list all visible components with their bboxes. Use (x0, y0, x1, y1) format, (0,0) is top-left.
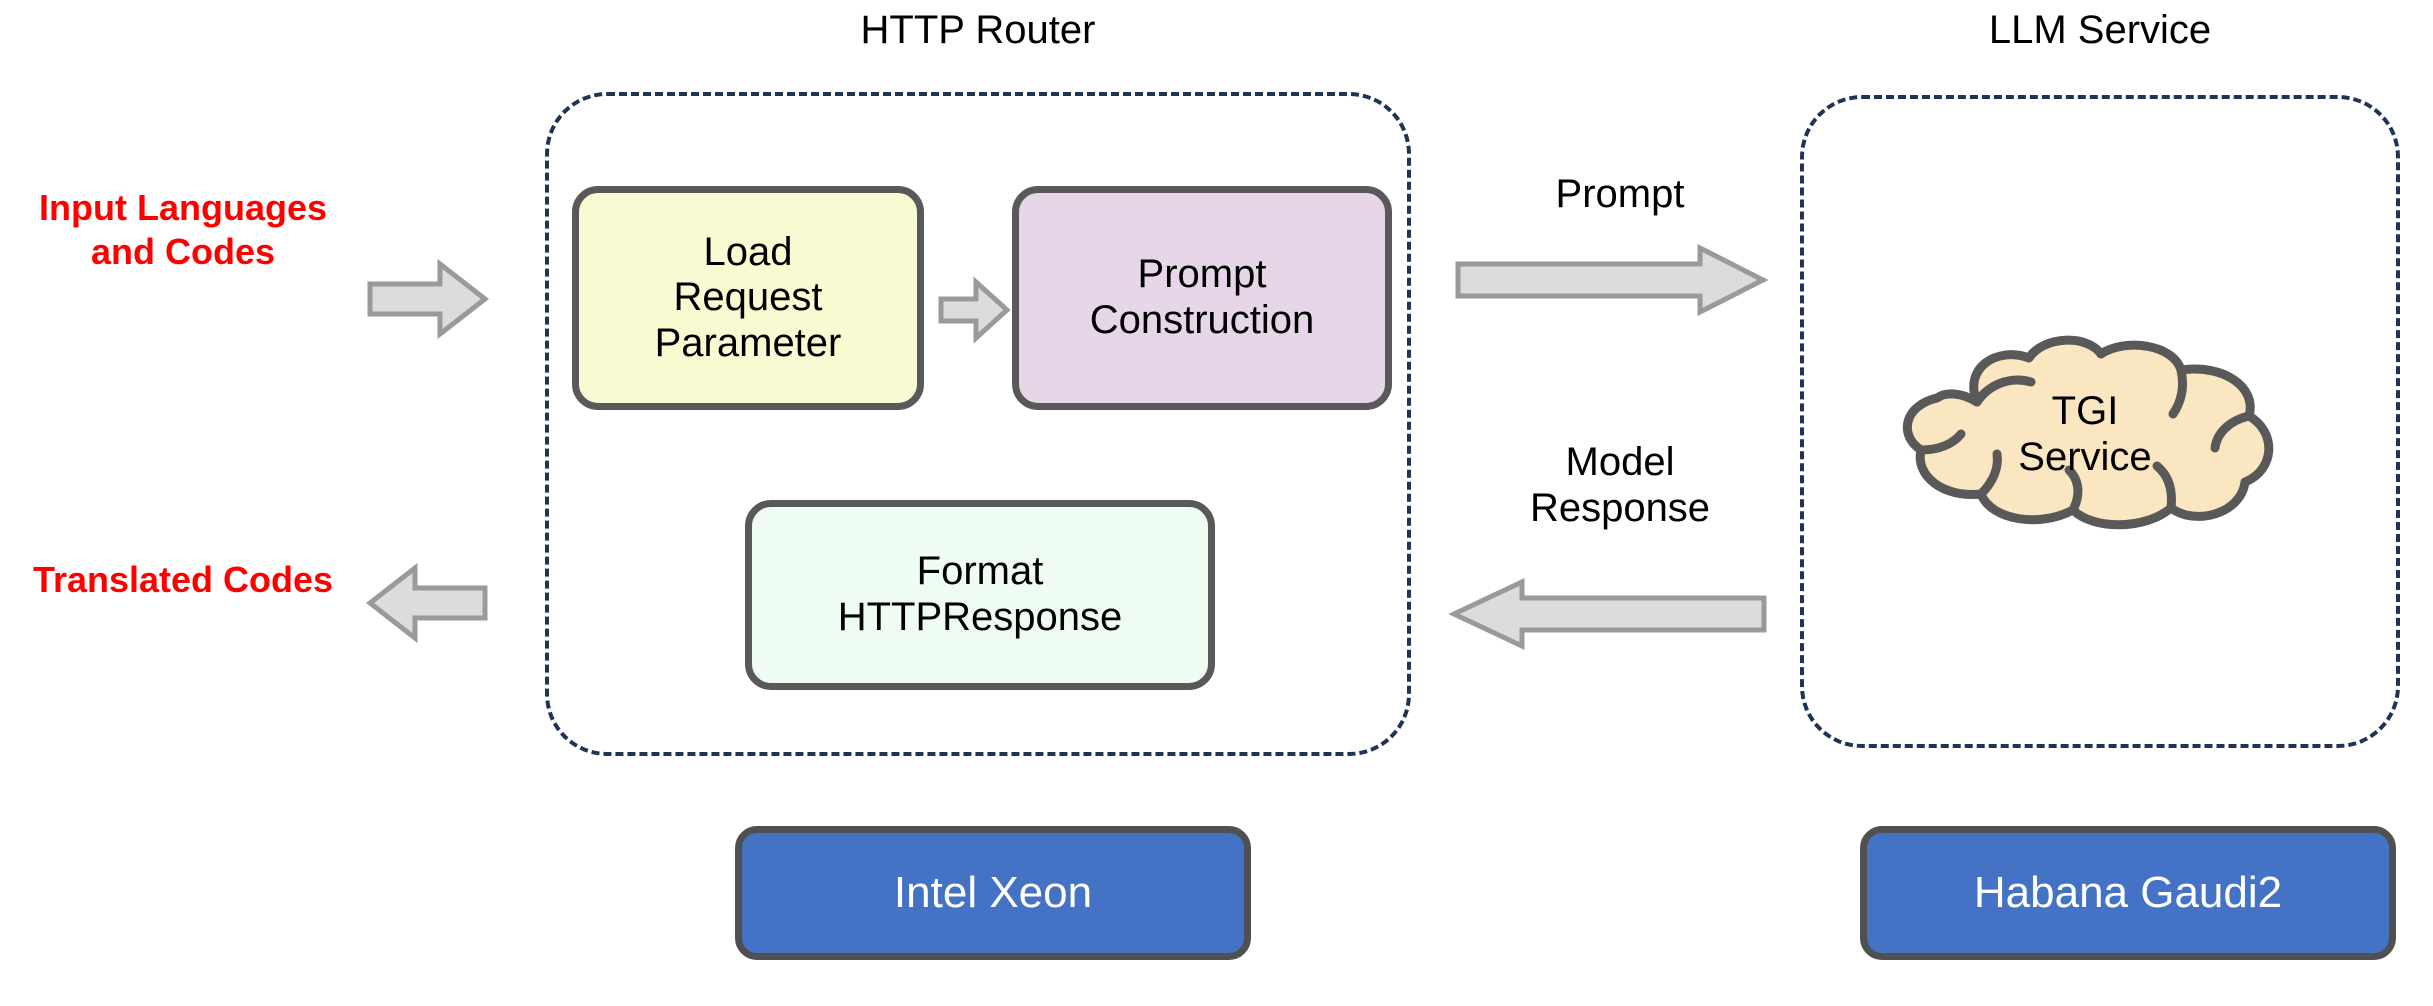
output-flow-arrow-icon (365, 562, 490, 644)
load-request-parameter-label: Load Request Parameter (654, 229, 842, 365)
llm-service-title: LLM Service (1988, 8, 2212, 52)
internal-flow-arrow-icon (938, 276, 1011, 344)
model-response-flow-label: Model Response (1529, 440, 1711, 530)
prompt-construction-block[interactable]: Prompt Construction (1012, 186, 1392, 410)
platform-intel-xeon-label: Intel Xeon (893, 868, 1093, 917)
prompt-construction-label: Prompt Construction (1089, 252, 1315, 342)
http-router-boundary (545, 92, 1411, 756)
model-response-arrow-icon (1448, 578, 1768, 650)
platform-intel-xeon[interactable]: Intel Xeon (735, 826, 1251, 960)
prompt-arrow-icon (1455, 243, 1769, 317)
translated-codes-label: Translated Codes (32, 559, 334, 600)
input-languages-and-codes-label: Input Languages and Codes (39, 187, 327, 272)
prompt-flow-label: Prompt (1555, 172, 1685, 216)
tgi-service-label: TGI Service (2018, 389, 2152, 479)
format-http-response-label: Format HTTPResponse (837, 549, 1123, 639)
tgi-service-cloud[interactable]: TGI Service (1885, 335, 2285, 530)
input-flow-arrow-icon (366, 258, 490, 340)
http-router-title: HTTP Router (860, 8, 1096, 52)
llm-service-boundary (1800, 95, 2400, 748)
platform-habana-gaudi2[interactable]: Habana Gaudi2 (1860, 826, 2396, 960)
platform-habana-gaudi2-label: Habana Gaudi2 (1973, 868, 2283, 917)
load-request-parameter-block[interactable]: Load Request Parameter (572, 186, 924, 410)
format-http-response-block[interactable]: Format HTTPResponse (745, 500, 1215, 690)
